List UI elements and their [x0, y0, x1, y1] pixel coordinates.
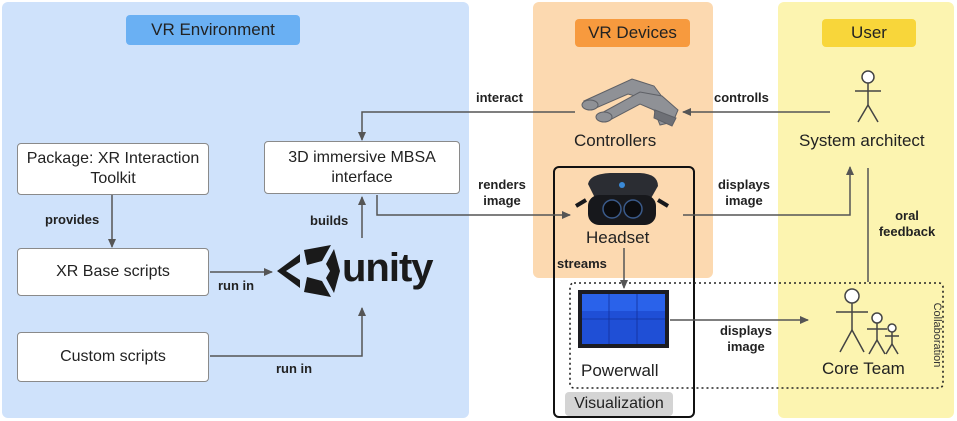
collaboration-label: Collaboration [931, 302, 943, 368]
architect-figure-icon [855, 70, 881, 123]
headset-label: Headset [586, 228, 650, 247]
user-tag: User [822, 19, 916, 47]
vr-environment-tag: VR Environment [126, 15, 300, 45]
visualization-frame [553, 166, 695, 418]
xr-base-label: XR Base scripts [56, 263, 170, 280]
core-team-figures-icon [836, 288, 899, 355]
run-in-label-1: run in [218, 278, 255, 293]
xr-base-scripts-box: XR Base scripts [17, 248, 209, 296]
displays-image-label-1: displays image [712, 177, 776, 208]
displays-2-line2: image [727, 338, 765, 354]
powerwall-label: Powerwall [581, 361, 659, 380]
package-box: Package: XR Interaction Toolkit [17, 143, 209, 195]
mbsa-label: 3D immersive MBSA interface [288, 148, 436, 186]
arrow-interact [358, 111, 575, 141]
custom-scripts-box: Custom scripts [17, 332, 209, 382]
controlls-label: controlls [714, 90, 769, 105]
mbsa-interface-box: 3D immersive MBSA interface [264, 141, 460, 194]
oral-feedback-label: oral feedback [872, 208, 942, 239]
oral-line1: oral [895, 208, 919, 223]
arrow-renders [376, 195, 571, 219]
run-in-label-2: run in [276, 361, 313, 376]
package-label: Package: XR Interaction Toolkit [26, 150, 200, 187]
vr-devices-tag: VR Devices [575, 19, 690, 47]
arrow-run-in-2 [210, 307, 366, 357]
provides-label: provides [45, 212, 100, 227]
controllers-label: Controllers [574, 131, 657, 150]
powerwall-icon [578, 290, 669, 348]
visualization-tag: Visualization [565, 392, 673, 416]
renders-label-line1: renders [478, 177, 526, 192]
arrow-displays-1 [683, 166, 854, 216]
displays-2-line1: displays [719, 323, 773, 338]
core-team-label: Core Team [822, 359, 905, 378]
unity-logo-icon [277, 245, 340, 297]
builds-label: builds [310, 213, 349, 228]
oral-line2: feedback [878, 223, 936, 239]
system-architect-label: System architect [799, 131, 925, 150]
renders-image-label: renders image [472, 177, 532, 208]
streams-label: streams [557, 256, 607, 271]
vr-devices-panel [533, 2, 713, 278]
interact-label: interact [476, 90, 523, 105]
displays-1-line2: image [725, 192, 763, 208]
controllers-icon [581, 78, 679, 127]
custom-label: Custom scripts [60, 348, 166, 365]
unity-wordmark: unity [342, 246, 434, 290]
renders-label-line2: image [483, 192, 521, 208]
displays-1-line1: displays [717, 177, 771, 192]
headset-icon [574, 173, 670, 225]
collaboration-frame [569, 282, 944, 389]
displays-image-label-2: displays image [714, 323, 778, 354]
